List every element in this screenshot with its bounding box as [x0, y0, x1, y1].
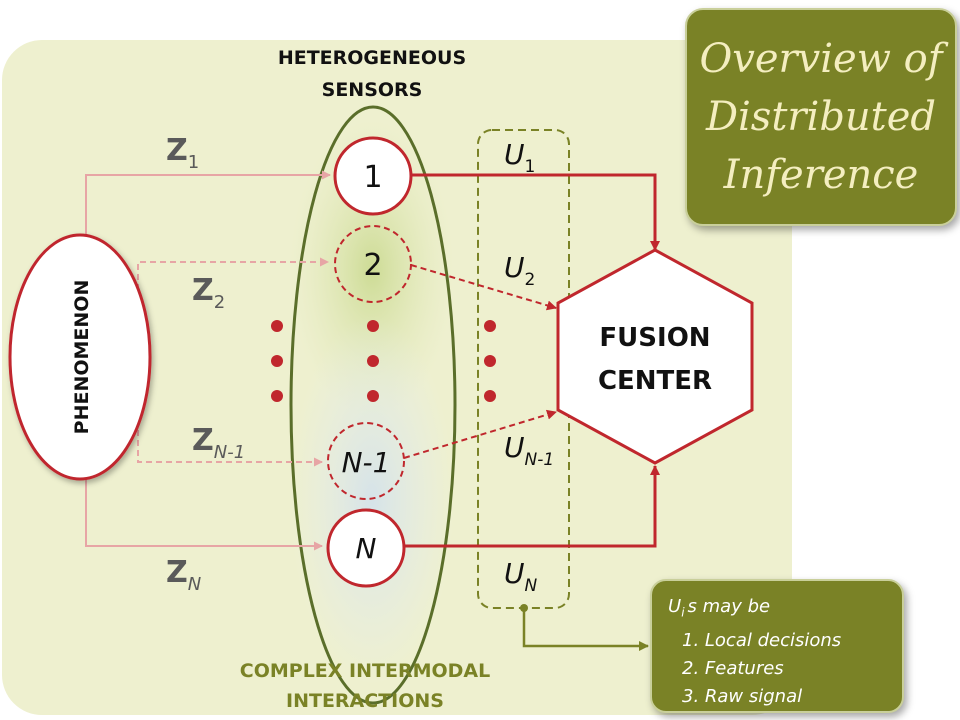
- observation-sub: N: [188, 574, 201, 595]
- ellipsis-dot: [484, 390, 496, 402]
- sensor-circle-2: [334, 225, 412, 303]
- sensor-label-1: 1: [363, 160, 382, 195]
- ellipsis-dot: [367, 390, 379, 402]
- output-base: U: [504, 557, 525, 590]
- sensors-ellipse: [289, 105, 457, 705]
- observation-label-n-1: ZN-1: [192, 423, 245, 463]
- interactions-label-line-2: INTERACTIONS: [286, 690, 444, 712]
- observation-line-n: [85, 470, 323, 551]
- title-line-3: Inference: [723, 152, 919, 198]
- output-label-n: UN: [504, 557, 538, 596]
- observation-sub: N-1: [214, 442, 245, 463]
- interactions-label-line-1: COMPLEX INTERMODAL: [240, 660, 490, 682]
- phenomenon-label: PHENOMENON: [71, 280, 93, 435]
- note-heading-sub: i: [681, 605, 685, 620]
- output-base: U: [504, 431, 525, 464]
- note-heading-rest: s may be: [687, 596, 771, 617]
- note-item-raw-signal: 3. Raw signal: [682, 685, 803, 707]
- output-sub: N: [525, 576, 538, 596]
- ellipsis-dot: [367, 355, 379, 367]
- glow-lower: [290, 315, 454, 685]
- output-base: U: [504, 138, 525, 171]
- ellipsis-dot: [271, 390, 283, 402]
- ellipsis-dot: [271, 320, 283, 332]
- observation-sub: 1: [188, 152, 199, 173]
- output-line-n-1: [403, 409, 557, 459]
- note-item-features: 2. Features: [682, 657, 784, 679]
- output-label-2: U2: [504, 251, 535, 290]
- output-label-n-1: UN-1: [504, 431, 554, 470]
- sensor-circle-n-1: [327, 422, 405, 500]
- observation-base: Z: [166, 555, 188, 590]
- output-sub: 2: [525, 270, 536, 290]
- fusion-center-hexagon: [556, 248, 754, 465]
- output-label-1: U1: [504, 138, 535, 177]
- title-box: Overview of Distributed Inference: [685, 8, 957, 226]
- ellipsis-dot: [271, 355, 283, 367]
- output-sub: 1: [525, 157, 536, 177]
- ellipsis-dot: [367, 320, 379, 332]
- fusion-center-label-line-2: CENTER: [598, 366, 712, 396]
- sensors-header-line-1: HETEROGENEOUS: [278, 47, 466, 69]
- title-line-2: Distributed: [705, 94, 937, 140]
- observation-base: Z: [192, 423, 214, 458]
- note-connector-line: [522, 608, 649, 651]
- sensors-header-line-2: SENSORS: [322, 79, 423, 101]
- fusion-center-label-line-1: FUSION: [599, 323, 710, 353]
- observation-sub: 2: [214, 292, 225, 313]
- output-sub: N-1: [525, 450, 555, 470]
- note-list: 1. Local decisions 2. Features 3. Raw si…: [668, 627, 888, 711]
- observation-base: Z: [166, 133, 188, 168]
- phenomenon-ellipse: [8, 233, 152, 481]
- ellipsis-dots: [271, 320, 496, 402]
- observation-label-1: Z1: [166, 133, 199, 173]
- output-line-1: [411, 173, 660, 251]
- output-line-n: [404, 465, 660, 548]
- note-heading-base: U: [668, 596, 682, 617]
- title-line-1: Overview of: [699, 36, 943, 82]
- observation-label-n: ZN: [166, 555, 201, 595]
- observation-base: Z: [192, 273, 214, 308]
- sensor-label-n: N: [356, 532, 377, 565]
- output-base: U: [504, 251, 525, 284]
- ellipsis-dot: [484, 355, 496, 367]
- observation-label-2: Z2: [192, 273, 225, 313]
- sensor-label-n-1: N-1: [342, 446, 391, 479]
- output-line-2: [410, 264, 557, 311]
- observation-line-1: [85, 170, 331, 245]
- sensor-label-2: 2: [363, 248, 382, 283]
- note-item-local-decisions: 1. Local decisions: [682, 629, 842, 651]
- ellipsis-dot: [484, 320, 496, 332]
- sensor-circle-n: [326, 508, 406, 588]
